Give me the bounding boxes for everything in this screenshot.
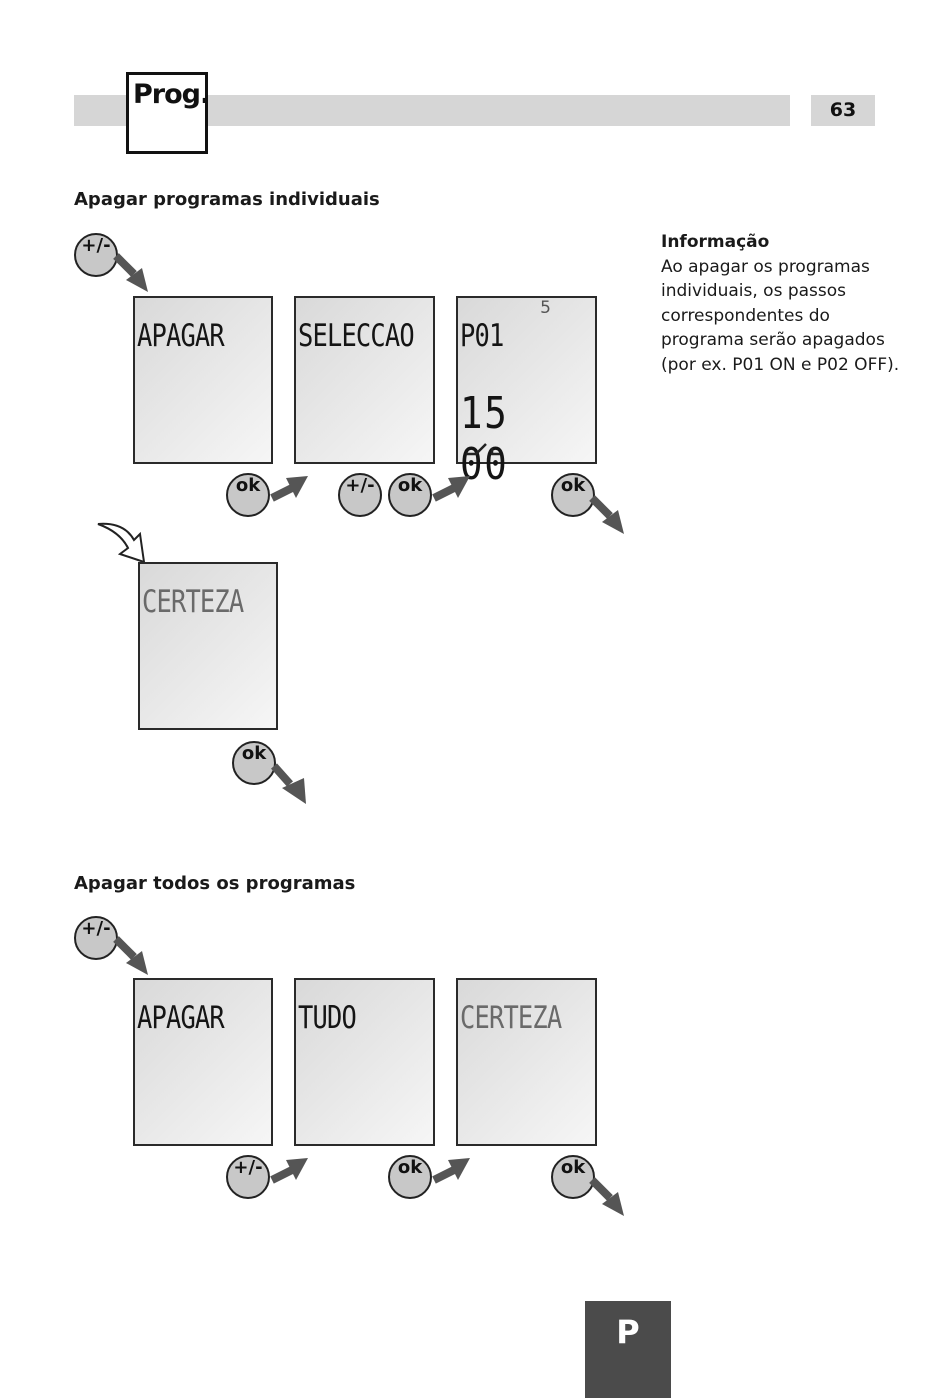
- lcd-text: CERTEZA: [142, 584, 244, 620]
- lcd-text: P01: [460, 318, 504, 354]
- lcd-text: TUDO: [298, 1000, 357, 1036]
- lcd-text: APAGAR: [137, 1000, 225, 1036]
- arrow-down-right-icon: [113, 253, 148, 292]
- arrow-down-right-icon: [589, 495, 624, 534]
- section-title-individual: Apagar programas individuais: [74, 189, 380, 210]
- arrow-down-right-icon: [113, 936, 148, 975]
- section-title-all: Apagar todos os programas: [74, 873, 356, 894]
- lcd-text: SELECCAO: [298, 318, 415, 354]
- lcd-screen-tudo: TUDO: [294, 978, 435, 1146]
- switch-symbol-icon: [466, 443, 500, 456]
- info-text: Ao apagar os programas individuais, os p…: [661, 256, 900, 375]
- language-tab: P: [585, 1301, 671, 1398]
- ok-button[interactable]: ok: [388, 473, 432, 517]
- arrow-down-icon: [271, 763, 306, 804]
- ok-button[interactable]: ok: [388, 1155, 432, 1199]
- prog-label-box: Prog.: [126, 72, 210, 154]
- plus-minus-button[interactable]: +/-: [74, 233, 118, 277]
- ok-button[interactable]: ok: [551, 473, 595, 517]
- lcd-screen-apagar: APAGAR: [133, 978, 273, 1146]
- lcd-screen-certeza: CERTEZA: [456, 978, 597, 1146]
- plus-minus-button[interactable]: +/-: [74, 916, 118, 960]
- lcd-day-number: 5: [540, 298, 551, 318]
- lcd-text: APAGAR: [137, 318, 225, 354]
- arrow-up-right-icon: [270, 1158, 308, 1184]
- page-number: 63: [811, 95, 875, 126]
- lcd-text: CERTEZA: [460, 1000, 562, 1036]
- ok-button[interactable]: ok: [232, 741, 276, 785]
- lcd-screen-certeza: CERTEZA: [138, 562, 278, 730]
- lcd-time: 15 00: [460, 388, 509, 490]
- plus-minus-button[interactable]: +/-: [338, 473, 382, 517]
- arrow-up-right-icon: [432, 1158, 470, 1184]
- section-label: Prog.: [133, 79, 210, 110]
- arrow-up-right-icon: [270, 476, 308, 502]
- info-title: Informação: [661, 232, 770, 252]
- outline-arrow-icon: [97, 522, 146, 564]
- arrow-down-right-icon: [589, 1177, 624, 1216]
- lcd-screen-seleccao: SELECCAO: [294, 296, 435, 464]
- info-panel: Informação Ao apagar os programas indivi…: [661, 230, 901, 377]
- lcd-screen-p01: 5 P01 15 00: [456, 296, 597, 490]
- ok-button[interactable]: ok: [551, 1155, 595, 1199]
- lcd-screen-apagar: APAGAR: [133, 296, 273, 464]
- plus-minus-button[interactable]: +/-: [226, 1155, 270, 1199]
- ok-button[interactable]: ok: [226, 473, 270, 517]
- arrow-up-right-icon: [432, 476, 470, 502]
